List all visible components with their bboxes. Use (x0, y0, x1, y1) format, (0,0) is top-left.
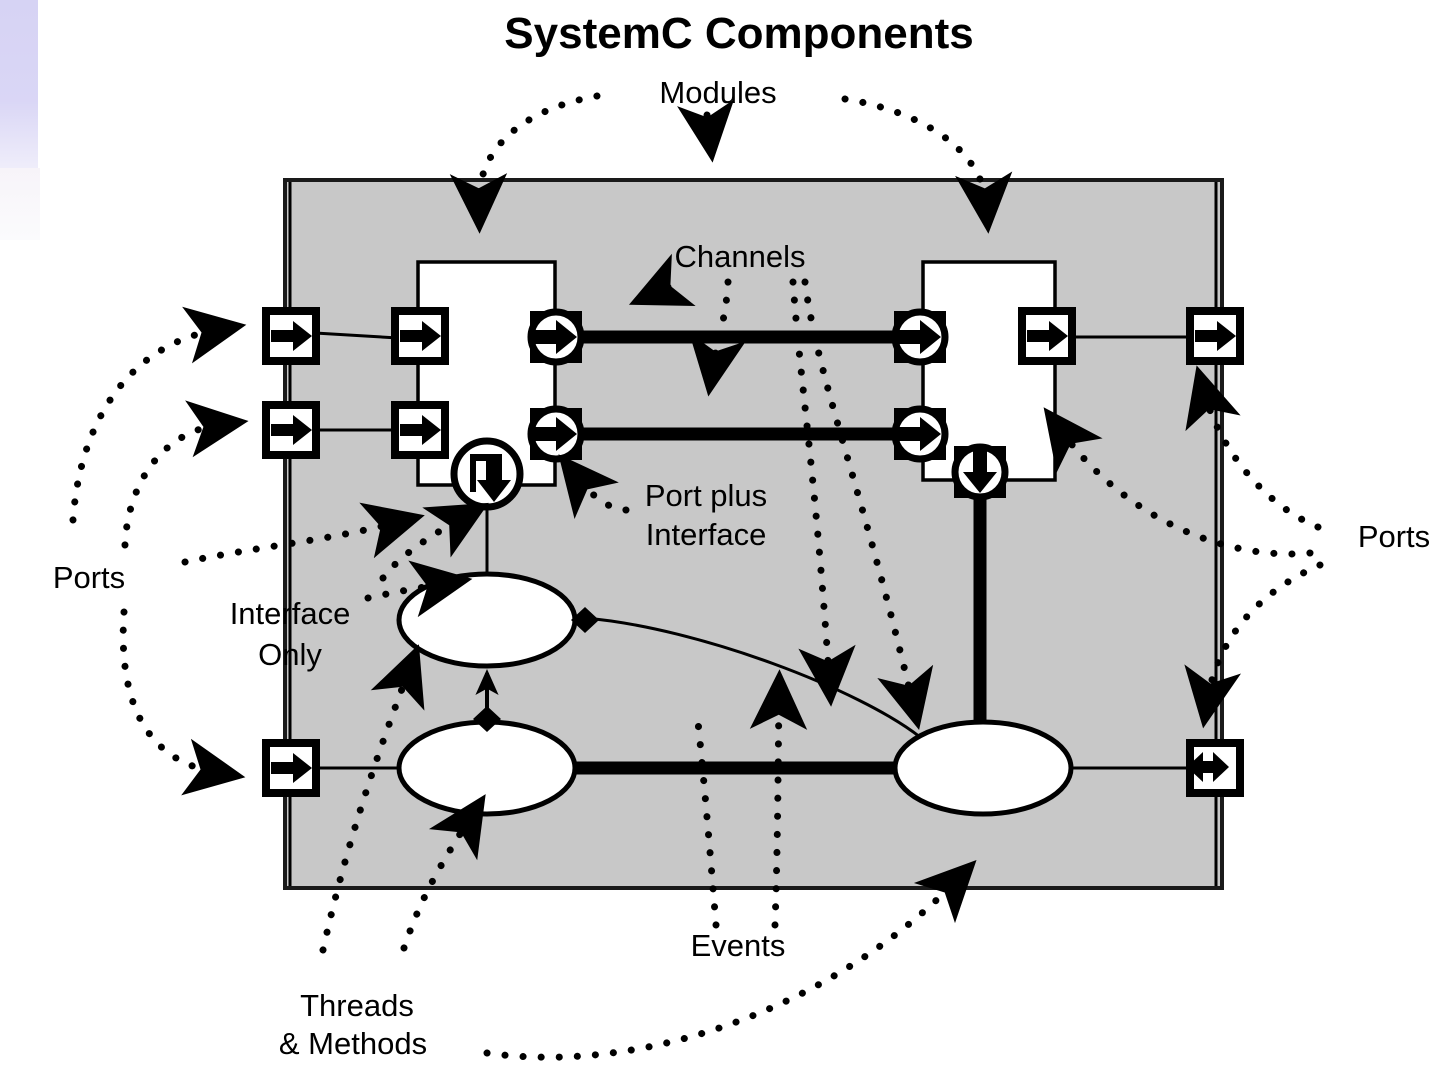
slide-artifact-secondary (0, 168, 40, 240)
port-outer-left-bottom[interactable] (262, 739, 320, 797)
port-iface-left-top[interactable] (527, 308, 585, 366)
pointer-threads-to-interface-only (379, 502, 489, 582)
arrow-right-icon (271, 415, 312, 445)
pointer-port-plus-interface (558, 454, 630, 519)
arrow-right-icon (1195, 321, 1236, 351)
pointer-ports-right-top (1185, 365, 1322, 531)
label-ports-left: Ports (53, 560, 125, 595)
interface-only-symbol[interactable] (450, 437, 524, 511)
pointer-events-right-ellipse (483, 859, 977, 1061)
label-port-plus-interface-line2: Interface (646, 517, 767, 552)
pointer-events-ellipse (749, 669, 808, 929)
port-outer-left-mid[interactable] (262, 401, 320, 459)
arrow-right-icon (400, 415, 441, 445)
label-port-plus-interface-line1: Port plus (645, 478, 767, 513)
arrow-right-icon (271, 753, 312, 783)
arrow-right-icon (1027, 321, 1068, 351)
label-channels: Channels (675, 239, 806, 274)
label-interface-only-line1: Interface (230, 596, 351, 631)
pointer-ports-left-bottom (119, 608, 246, 796)
arrow-right-icon (534, 320, 577, 354)
hook-arrow-down-icon (470, 454, 511, 502)
arrow-right-icon (898, 320, 941, 354)
pointer-ports-right-bottom (1184, 561, 1324, 729)
wire-outer-left-top (314, 331, 399, 340)
port-outer-right-top[interactable] (1186, 307, 1244, 365)
port-module-right-top[interactable] (1018, 307, 1076, 365)
diamond-marker-upper-right (571, 607, 599, 633)
port-iface-right-top[interactable] (891, 308, 949, 366)
pointer-modules-center (677, 99, 735, 163)
label-interface-only-line2: Only (258, 637, 322, 672)
slide-artifact-top-left (0, 0, 38, 168)
pointer-threads-upper-ellipse (319, 644, 425, 954)
pointer-channels-down3 (801, 278, 934, 730)
process-upper-ellipse[interactable] (396, 571, 578, 669)
pointer-threads-lower-ellipse (400, 794, 486, 952)
page-title: SystemC Components (504, 9, 973, 58)
pointer-interface-only-ellipse (364, 560, 473, 618)
arrow-right-icon (400, 321, 441, 351)
pointer-channels-left (628, 253, 696, 306)
port-iface-right-down[interactable] (951, 443, 1009, 501)
arrow-both-icon (1187, 752, 1229, 782)
port-iface-right-mid[interactable] (891, 405, 949, 463)
pointer-ports-left-mid (121, 400, 249, 549)
pointer-ports-right-mid (1043, 407, 1314, 558)
label-modules: Modules (659, 75, 776, 110)
arrow-right-icon (271, 321, 312, 351)
pointer-ports-left-top (69, 306, 247, 524)
port-outer-left-top[interactable] (262, 307, 320, 365)
pointer-channels-down2 (789, 278, 856, 707)
process-right-ellipse[interactable] (892, 719, 1074, 817)
pointer-modules-right (841, 95, 1013, 234)
arrow-down-icon (963, 450, 997, 493)
port-module-left-top[interactable] (391, 307, 449, 365)
arrow-right-icon (898, 417, 941, 451)
pointer-events-upper (694, 718, 720, 929)
arrow-right-icon (534, 417, 577, 451)
label-threads-line2: & Methods (279, 1026, 427, 1061)
port-outer-right-bottom[interactable] (1186, 739, 1244, 797)
pointer-interface-only-upper (181, 502, 425, 566)
port-iface-left-mid[interactable] (527, 405, 585, 463)
port-module-left-mid[interactable] (391, 401, 449, 459)
process-lower-ellipse[interactable] (396, 719, 578, 817)
label-events: Events (691, 928, 786, 963)
label-threads-line1: Threads (300, 988, 414, 1023)
diamond-marker-lower-top (473, 706, 501, 732)
label-ports-right: Ports (1358, 519, 1430, 554)
